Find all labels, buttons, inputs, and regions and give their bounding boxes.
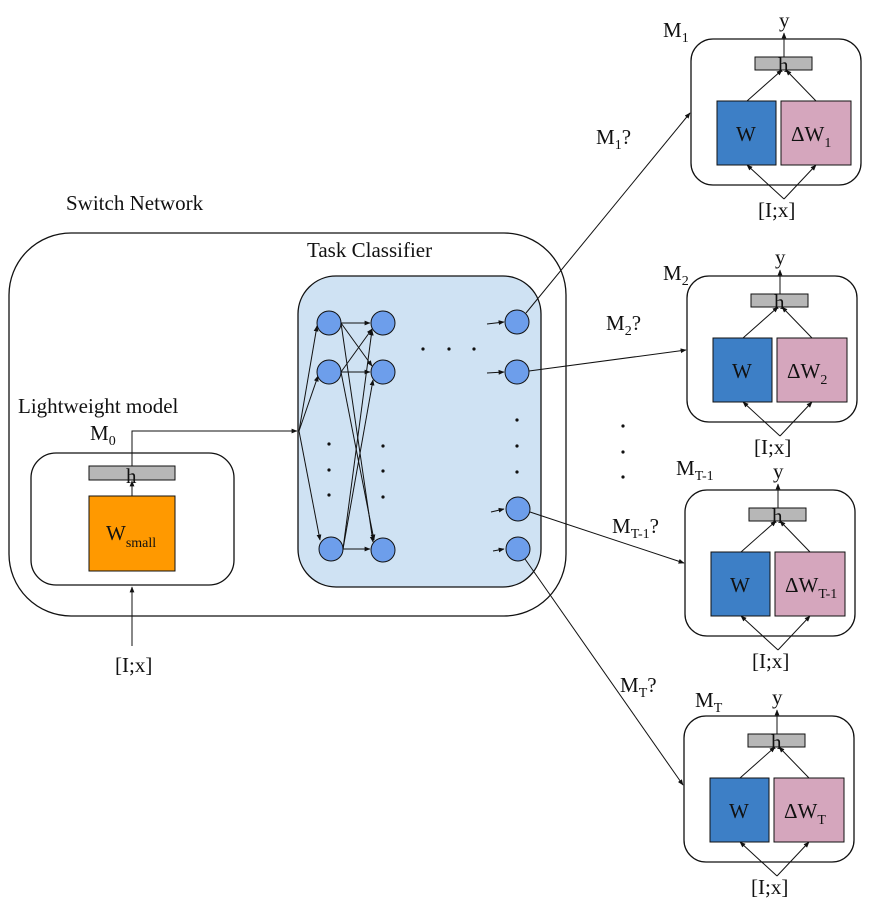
w-block [709,777,770,843]
output-node-t [505,536,531,562]
input-to-dw-arrow [779,401,813,437]
lightweight-model-title: Lightweight model [18,394,179,418]
w-block [716,100,777,166]
w-to-h-arrow [740,520,777,553]
hidden-label: h [772,504,783,528]
delta-w-block [776,337,848,403]
w-to-h-arrow [746,69,783,102]
expert-name-label: M1 [663,18,689,46]
expert-module: MT yhW ΔWT [I;x] [683,685,855,899]
query-label-mt-1: MT-1? [612,514,659,542]
hidden-node [316,310,342,336]
w-label: W [732,359,752,383]
output-node-2 [504,359,530,385]
expert-box [690,38,862,186]
w-block [712,337,773,403]
w-label: W [730,573,750,597]
w-label: W [729,799,749,823]
expert-name-label: MT [695,688,723,716]
input-to-w-arrow [739,841,778,877]
input-to-dw-arrow [776,841,810,877]
expert-module: M1 yhW ΔW1 [I;x] [663,8,862,222]
hidden-node [370,310,396,336]
hidden-label: h [778,53,789,77]
hidden-label: h [771,730,782,754]
dw-to-h-arrow [778,746,810,779]
w-to-h-arrow [742,306,779,339]
output-y-label: y [772,685,783,709]
w-small-block [88,495,176,572]
query-label-m1: M1? [596,125,631,153]
input-label: [I;x] [758,198,795,222]
expert-module: MT-1 yhW ΔWT-1 [I;x] [676,456,856,673]
switch-network-title: Switch Network [66,191,204,215]
m0-input-label: [I;x] [115,653,152,677]
delta-w-block [773,777,845,843]
hidden-node [318,536,344,562]
hidden-label: h [774,290,785,314]
expert-name-label: MT-1 [676,456,714,484]
delta-w-label: ΔWT-1 [785,573,837,602]
output-node-1 [504,309,530,335]
delta-w-block [780,100,852,166]
switch-network-box [8,232,567,617]
w-small-label: Wsmall [106,521,156,551]
m0-hidden-label: h [126,464,137,488]
classifier-nodes [316,309,531,563]
w-to-h-arrow [739,746,776,779]
delta-w-label: ΔW1 [791,122,831,151]
expert-module: M2 yhW ΔW2 [I;x] [663,245,858,459]
routing-arrows [524,112,691,786]
ellipsis-dots [327,347,625,499]
input-label: [I;x] [752,649,789,673]
delta-w-label: ΔWT [784,799,826,828]
input-to-dw-arrow [777,615,811,651]
w-block [710,551,771,617]
w-label: W [736,122,756,146]
expert-box [683,715,855,863]
dw-to-h-arrow [781,306,813,339]
output-y-label: y [779,8,790,32]
expert-name-label: M2 [663,261,689,289]
delta-w-label: ΔW2 [787,359,827,388]
hidden-node [316,359,342,385]
input-to-dw-arrow [783,164,817,200]
input-label: [I;x] [754,435,791,459]
expert-box [684,489,856,637]
output-y-label: y [773,459,784,483]
classifier-edges [298,320,505,553]
hidden-node [370,537,396,563]
output-node-t-1 [505,496,531,522]
task-classifier-box [297,275,542,588]
dw-to-h-arrow [779,520,811,553]
input-to-w-arrow [740,615,779,651]
query-label-mt: MT? [620,673,657,701]
dw-to-h-arrow [785,69,817,102]
input-to-w-arrow [742,401,781,437]
expert-box [686,275,858,423]
m0-label: M0 [90,421,116,449]
m0-to-classifier-arrow [131,428,298,466]
input-to-w-arrow [746,164,785,200]
input-label: [I;x] [751,875,788,899]
query-label-m2: M2? [606,311,641,339]
task-classifier-title: Task Classifier [307,238,432,262]
output-y-label: y [775,245,786,269]
hidden-node [370,359,396,385]
